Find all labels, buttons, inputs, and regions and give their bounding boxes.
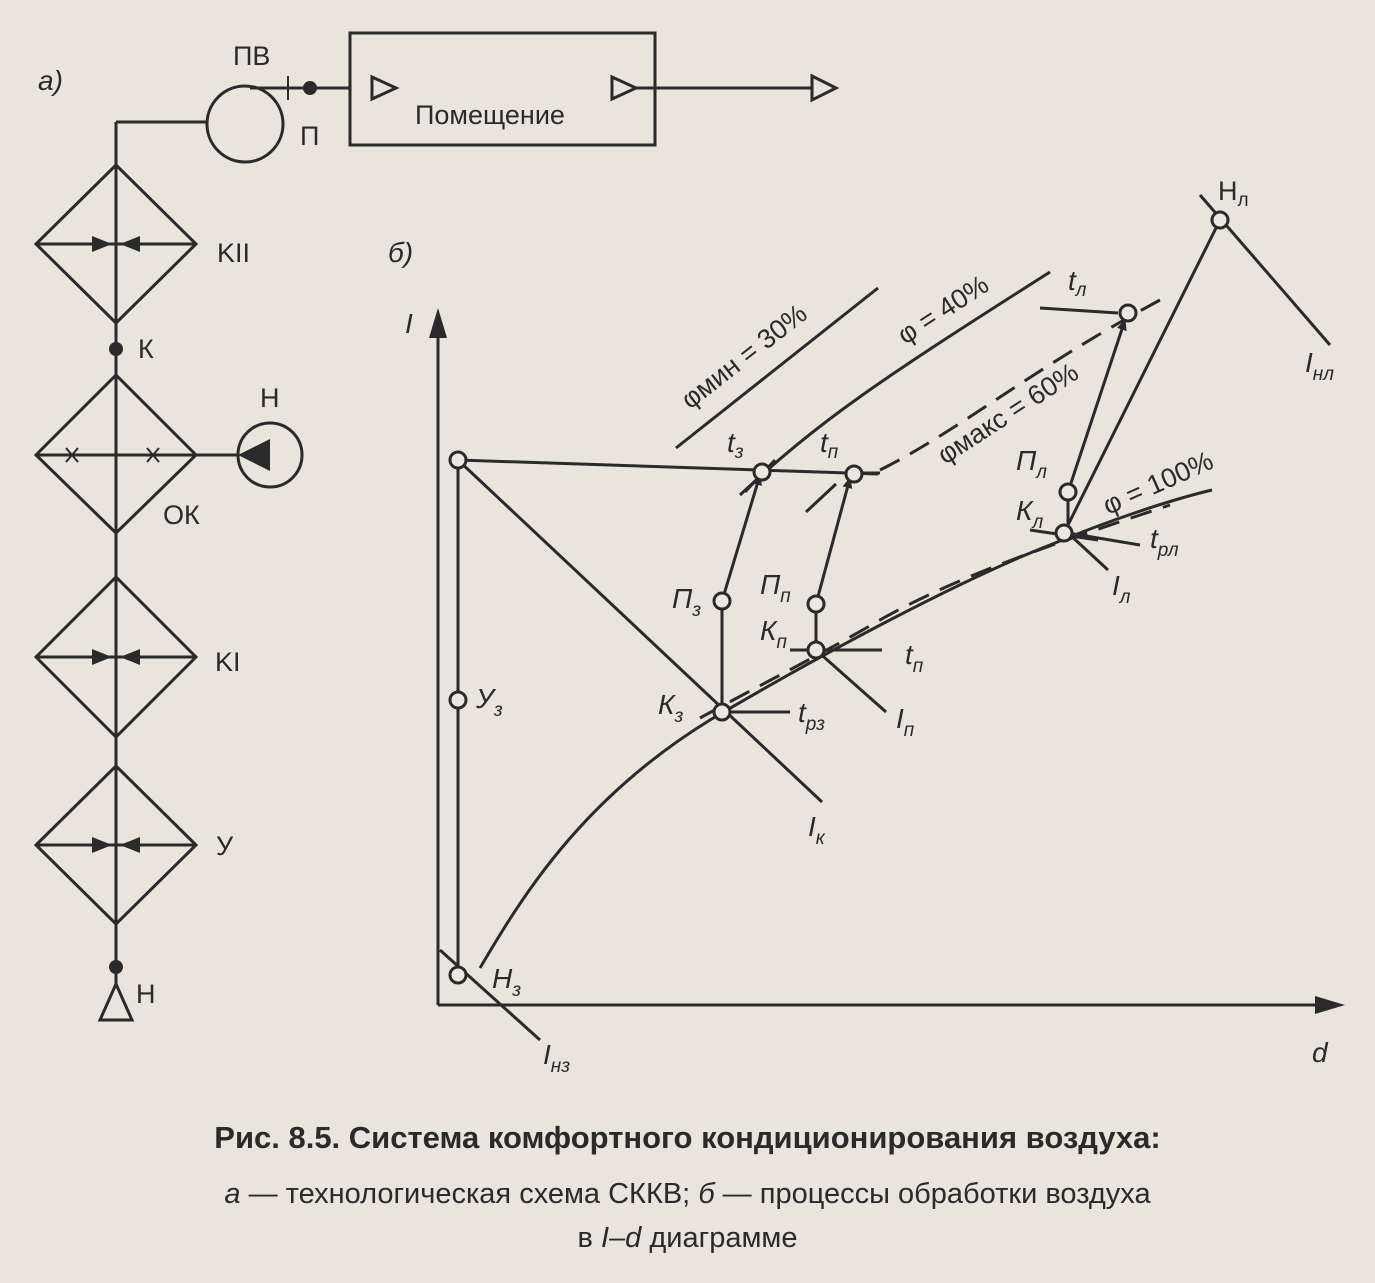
pump-arrow-icon [238, 439, 270, 471]
caption-line2-prefix: в [577, 1222, 601, 1254]
caption-b-letter: б [698, 1178, 715, 1210]
ip-tick [815, 648, 887, 714]
label-tl: tл [1068, 265, 1087, 301]
label-tp-top: tп [820, 427, 839, 463]
scheme-a-panel-label: а) [38, 65, 63, 96]
room-outlet-arrow-icon [610, 74, 640, 102]
pz-tz-arrow [720, 474, 762, 602]
figure-caption-line-1: а — технологическая схема СККВ; б — проц… [0, 1178, 1375, 1211]
label-hl: Нл [1218, 176, 1249, 211]
outside-air-dot [109, 960, 123, 974]
cooler-1-icon [33, 574, 199, 740]
supply-point-label: П [300, 121, 319, 151]
label-hz: Нз [492, 963, 521, 1001]
trl-tick [1067, 531, 1141, 547]
figure-drawing: а) ПВ П Помещение KII К [33, 31, 1345, 1077]
room-inlet-arrow-icon [370, 74, 400, 102]
il-tick [1066, 531, 1110, 572]
caption-id-label: I–d [600, 1222, 642, 1254]
caption-b-text: — процессы обработки воздуха [714, 1178, 1151, 1210]
label-tp-low: tп [905, 639, 924, 677]
ik-enthalpy-line [456, 458, 824, 804]
figure-caption-title: Рис. 8.5. Система комфортного кондициони… [214, 1120, 1161, 1155]
outside-air-intake-icon [97, 980, 135, 1022]
room-label: Помещение [415, 100, 565, 130]
cooler-2-icon [33, 162, 199, 326]
tp-dash-segment [804, 482, 838, 514]
pp-tp-arrow [814, 477, 853, 605]
phi-min-line [675, 286, 879, 450]
tl-tick [1039, 306, 1119, 315]
point-tz [752, 462, 772, 482]
label-pp: Пп [760, 569, 791, 607]
phi-100-label: φ = 100% [1098, 445, 1217, 520]
point-pl [1058, 482, 1078, 502]
label-pl: Пл [1016, 445, 1047, 483]
humidifier-icon [33, 763, 199, 927]
point-k-label: К [138, 334, 154, 364]
caption-line2-suffix: диаграмме [641, 1222, 798, 1254]
diagram-b-panel-label: б) [388, 237, 413, 268]
phi-max-label: φмакс = 60% [932, 357, 1084, 470]
label-il: Iл [1112, 570, 1131, 608]
point-k-dot [109, 342, 123, 356]
irrigation-chamber-label: ОК [163, 500, 200, 530]
phi-40-label: φ = 40% [892, 269, 994, 350]
label-inl: Iнл [1305, 347, 1334, 385]
supply-fan-icon [205, 84, 285, 164]
label-ip: Iп [896, 703, 915, 741]
supply-point-dot [303, 81, 317, 95]
point-top-left [448, 450, 468, 470]
label-ik: Iк [808, 811, 826, 849]
point-pz [712, 591, 732, 611]
id-diagram: б) I d [388, 176, 1345, 1077]
point-tl [1118, 303, 1138, 323]
label-trz: tрз [798, 697, 825, 735]
pl-tl-arrow [1066, 319, 1127, 493]
label-kp: Кп [760, 615, 788, 653]
fan-label: ПВ [233, 41, 270, 71]
scheme-a: а) ПВ П Помещение KII К [33, 31, 840, 1022]
inz-enthalpy-line [438, 948, 542, 1042]
caption-a-letter: а [224, 1178, 241, 1210]
irrigation-chamber-icon [33, 372, 238, 536]
exhaust-arrow-icon [810, 73, 840, 103]
axis-i-label: I [405, 308, 413, 339]
humidifier-label: У [216, 831, 234, 861]
axis-i-arrow-icon [429, 308, 447, 338]
label-inz: Iнз [543, 1039, 570, 1077]
pump-label: Н [260, 383, 280, 413]
point-kp [806, 640, 826, 660]
saturation-curve [478, 488, 1213, 969]
point-kz [712, 702, 732, 722]
figure-caption-line-2: в I–d диаграмме [0, 1222, 1375, 1255]
point-uz [448, 690, 468, 710]
label-pz: Пз [672, 583, 701, 621]
point-tp [844, 464, 864, 484]
axis-d-arrow-icon [1315, 996, 1345, 1014]
axis-d-label: d [1312, 1037, 1329, 1068]
label-uz: Уз [475, 683, 503, 721]
outside-air-label: Н [136, 979, 156, 1009]
hl-kl-line [1062, 219, 1222, 534]
label-kl: Кл [1016, 495, 1044, 533]
phi-max-dashed-upper [879, 298, 1161, 472]
cooler-2-label: KII [217, 238, 250, 268]
phi-40-line [738, 270, 1051, 497]
label-kz: Кз [658, 689, 684, 727]
cooler-1-label: KI [215, 647, 241, 677]
point-hl [1210, 210, 1230, 230]
caption-a-text: — технологическая схема СККВ; [240, 1178, 699, 1210]
point-hz [448, 965, 468, 985]
point-pp [806, 594, 826, 614]
label-tz: tз [727, 427, 744, 463]
point-kl [1054, 523, 1074, 543]
supply-isotherm [457, 458, 879, 476]
label-trl: tрл [1150, 523, 1179, 561]
